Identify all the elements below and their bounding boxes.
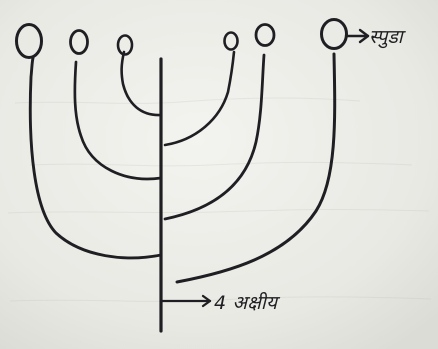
top-right-label: स्पुडा [369, 26, 407, 49]
bottom-right-label: 4 अक्षीय [214, 291, 281, 314]
